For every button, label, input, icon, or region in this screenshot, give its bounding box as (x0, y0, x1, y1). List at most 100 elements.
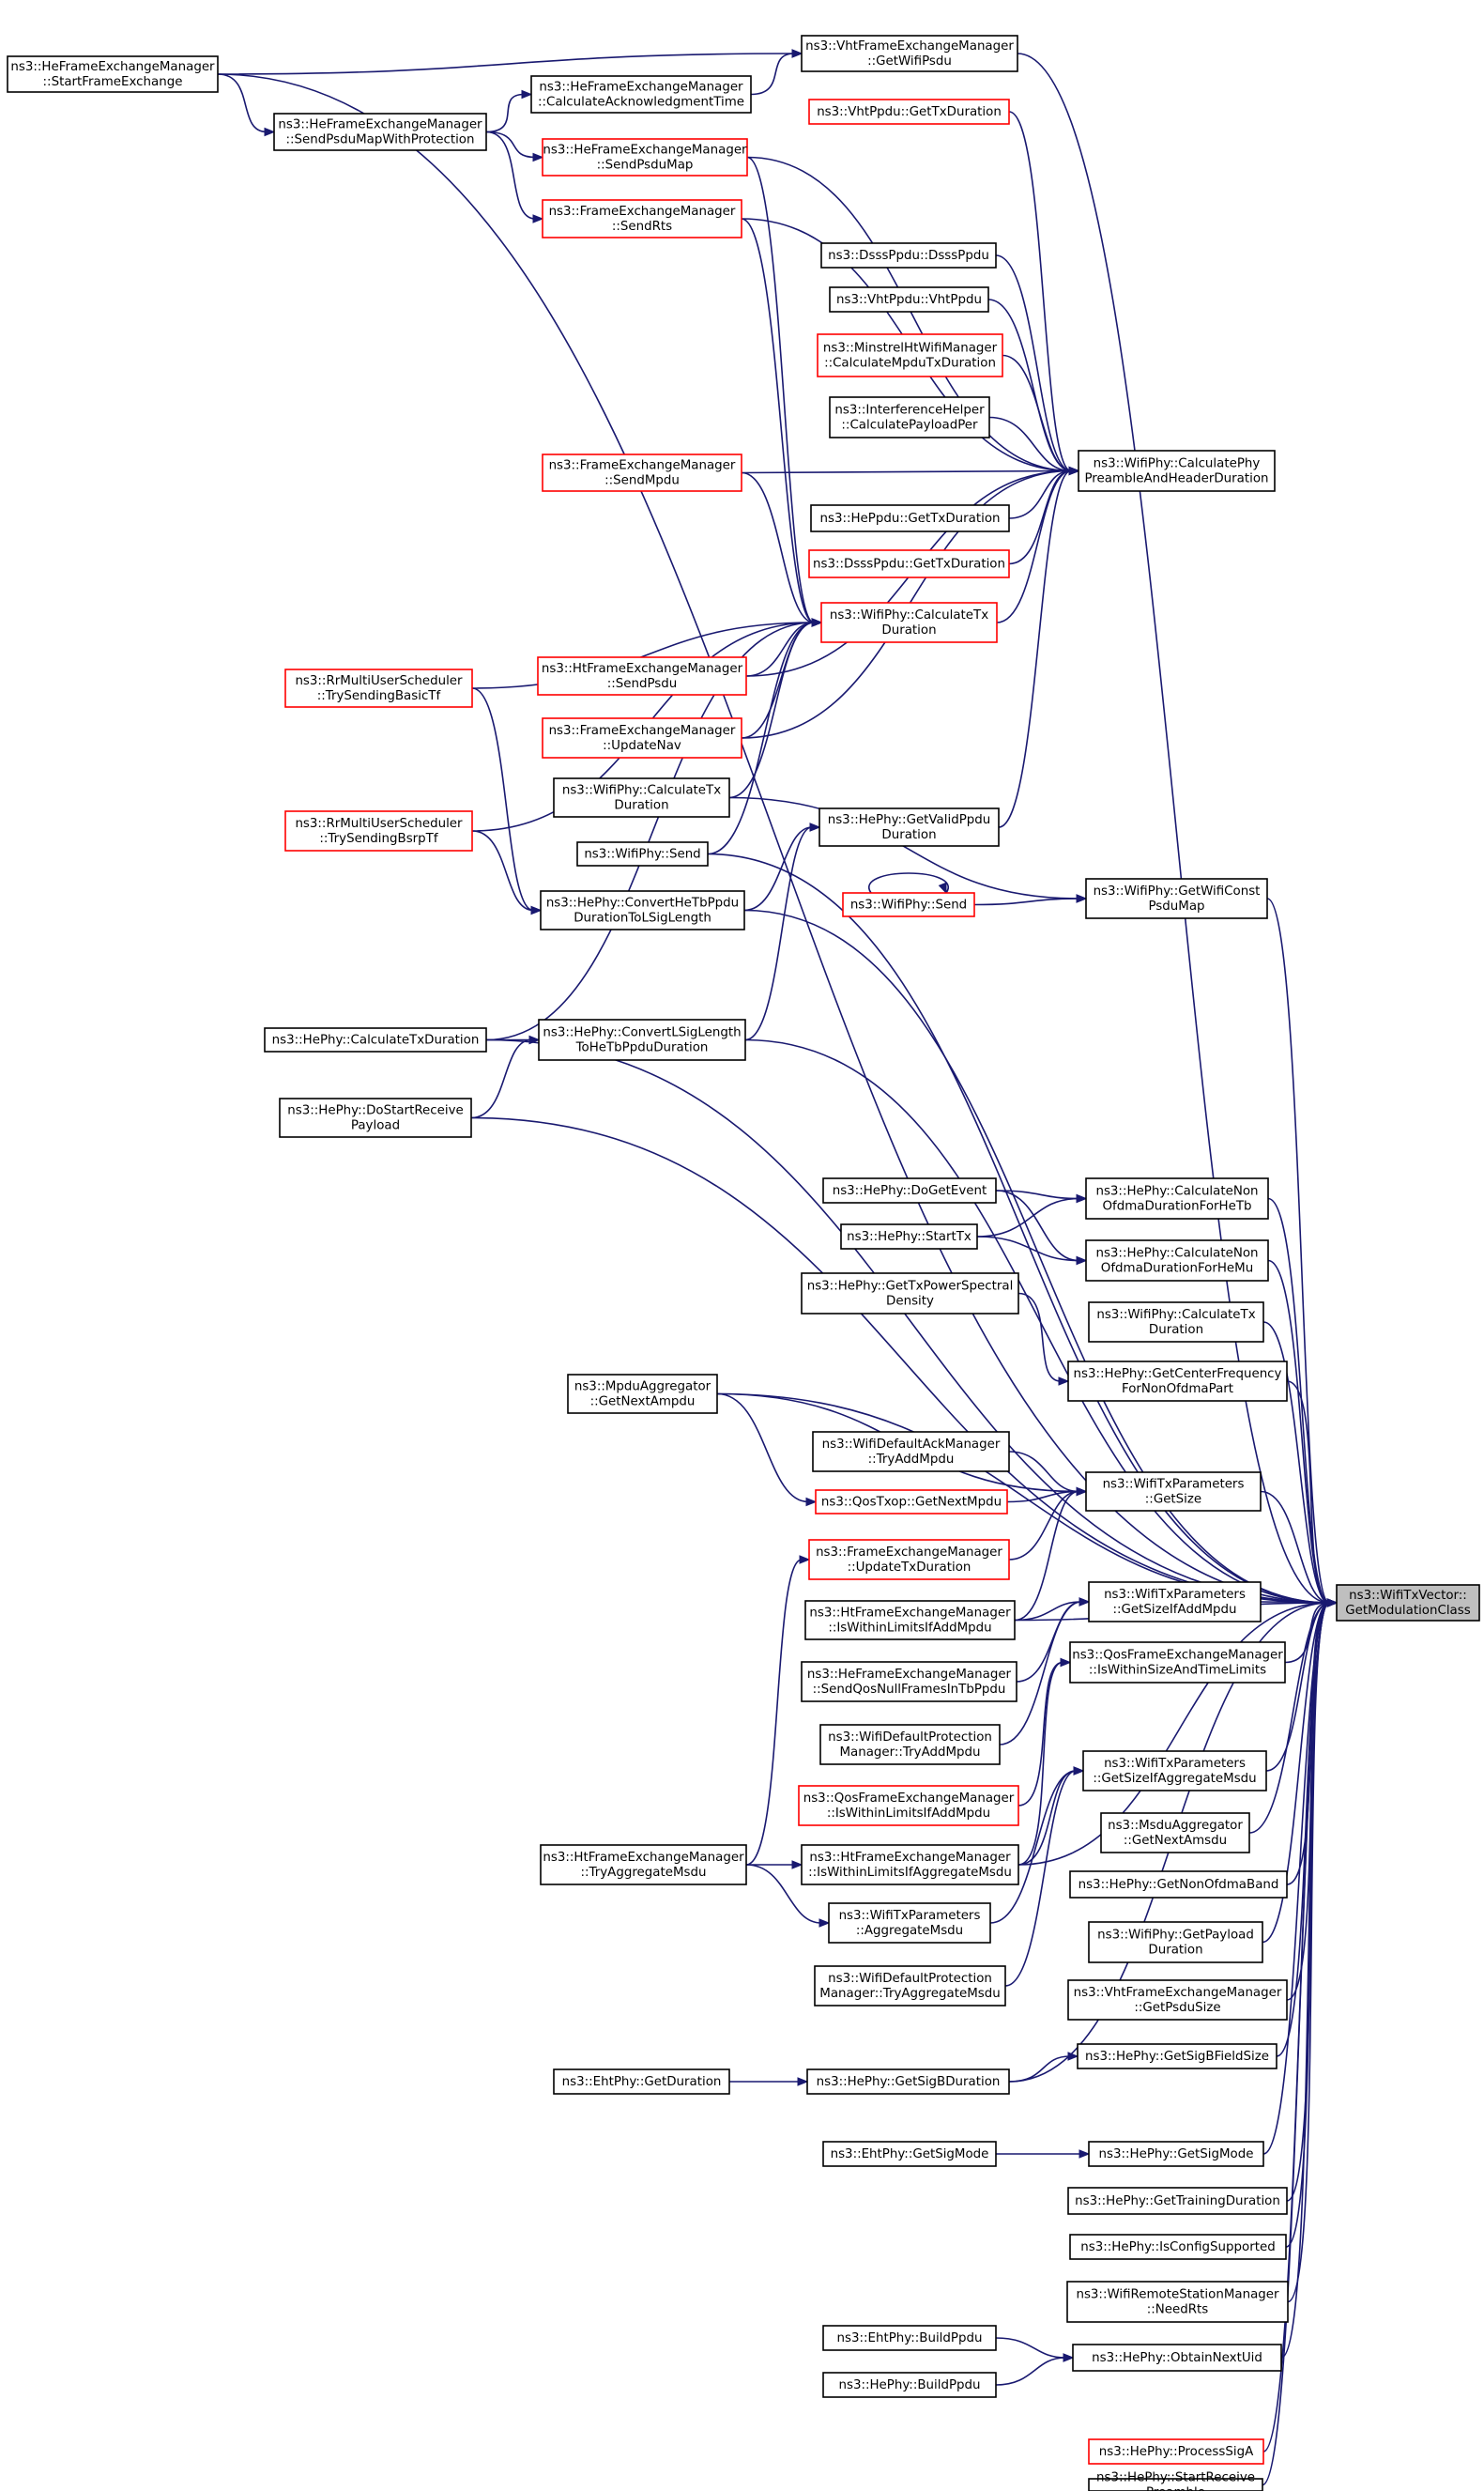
graph-node-root[interactable]: ns3::WifiTxVector::GetModulationClass (1336, 1584, 1480, 1622)
graph-node-wifi-phy-send-red[interactable]: ns3::WifiPhy::Send (842, 892, 975, 917)
node-label: ns3::WifiDefaultProtection (828, 1972, 992, 1986)
graph-node-he-calc-tx-dur[interactable]: ns3::HePhy::CalculateTxDuration (264, 1027, 487, 1053)
node-label: ns3::HePhy::IsConfigSupported (1080, 2240, 1275, 2254)
graph-node-he-obtain-next-uid[interactable]: ns3::HePhy::ObtainNextUid (1072, 2344, 1282, 2372)
graph-node-dsss-ppdu-get-tx-dur[interactable]: ns3::DsssPpdu::GetTxDuration (808, 549, 1010, 578)
node-box (1088, 2438, 1264, 2465)
call-edge (1017, 1766, 1085, 1866)
graph-node-qos-is-within-if-add-mpdu[interactable]: ns3::QosFrameExchangeManager::IsWithinLi… (798, 1785, 1019, 1826)
graph-node-minstrel[interactable]: ns3::MinstrelHtWifiManager::CalculateMpd… (817, 333, 1003, 377)
node-label: ns3::WifiPhy::GetWifiConst (1094, 884, 1261, 899)
graph-node-he-get-center-freq[interactable]: ns3::HePhy::GetCenterFrequencyForNonOfdm… (1067, 1361, 1288, 1402)
graph-node-ht-send-psdu[interactable]: ns3::HtFrameExchangeManager::SendPsdu (537, 656, 747, 696)
graph-node-he-build-ppdu[interactable]: ns3::HePhy::BuildPpdu (822, 2372, 997, 2398)
node-label: ::UpdateTxDuration (848, 1561, 971, 1575)
node-label: Duration (1148, 1944, 1202, 1958)
graph-node-ht-is-within-if-agg-msdu[interactable]: ns3::HtFrameExchangeManager::IsWithinLim… (801, 1844, 1019, 1885)
node-label: ns3::EhtPhy::GetDuration (562, 2075, 722, 2089)
graph-node-msdu-agg-get-next[interactable]: ns3::MsduAggregator::GetNextAmsdu (1100, 1812, 1250, 1853)
graph-node-he-send-psdu-map-prot[interactable]: ns3::HeFrameExchangeManager::SendPsduMap… (273, 113, 487, 151)
graph-node-rr-bsrp-tf[interactable]: ns3::RrMultiUserScheduler::TrySendingBsr… (284, 810, 473, 852)
graph-node-qos-txop-get-next-mpdu[interactable]: ns3::QosTxop::GetNextMpdu (815, 1489, 1008, 1515)
graph-node-ht-is-within-if-add-mpdu[interactable]: ns3::HtFrameExchangeManager::IsWithinLim… (804, 1600, 1016, 1640)
call-edge (745, 1864, 831, 1928)
graph-node-interf-helper[interactable]: ns3::InterferenceHelper::CalculatePayloa… (829, 396, 990, 438)
graph-node-he-calc-ack[interactable]: ns3::HeFrameExchangeManager::CalculateAc… (530, 75, 752, 114)
graph-node-he-start-f-e[interactable]: ns3::HeFrameExchangeManager::StartFrameE… (7, 55, 219, 93)
graph-node-he-send-psdu-map[interactable]: ns3::HeFrameExchangeManager::SendPsduMap (542, 138, 748, 177)
graph-node-vht-get-wifi-psdu[interactable]: ns3::VhtFrameExchangeManager::GetWifiPsd… (801, 35, 1018, 72)
graph-node-dsss-ppdu[interactable]: ns3::DsssPpdu::DsssPpdu (820, 242, 997, 269)
edge-arrowhead (264, 127, 276, 137)
node-label: ::IsWithinLimitsIfAddMpdu (828, 1622, 991, 1636)
graph-node-he-get-training-dur[interactable]: ns3::HePhy::GetTrainingDuration (1067, 2187, 1288, 2215)
node-label: ns3::QosFrameExchangeManager (1072, 1649, 1283, 1663)
graph-node-eht-get-duration[interactable]: ns3::EhtPhy::GetDuration (553, 2068, 730, 2095)
graph-node-wifi-phy-send-black[interactable]: ns3::WifiPhy::Send (576, 841, 709, 867)
call-edge (1008, 1486, 1088, 1561)
graph-node-fe-send-rts[interactable]: ns3::FrameExchangeManager::SendRts (542, 199, 742, 238)
graph-node-he-ppdu-get-tx-dur[interactable]: ns3::HePpdu::GetTxDuration (810, 504, 1010, 532)
graph-node-he-do-get-event[interactable]: ns3::HePhy::DoGetEvent (822, 1177, 997, 1204)
graph-node-he-process-sig-a[interactable]: ns3::HePhy::ProcessSigA (1088, 2438, 1264, 2465)
node-box (279, 1098, 472, 1138)
graph-node-vht-ppdu-get-tx-dur[interactable]: ns3::VhtPpdu::GetTxDuration (808, 99, 1010, 125)
graph-node-calc-non-ofdma-he-mu[interactable]: ns3::HePhy::CalculateNonOfdmaDurationFor… (1085, 1239, 1269, 1282)
graph-node-he-get-sig-mode[interactable]: ns3::HePhy::GetSigMode (1088, 2141, 1264, 2167)
edge-line (1008, 2055, 1071, 2083)
graph-node-vht-ppdu[interactable]: ns3::VhtPpdu::VhtPpdu (829, 286, 989, 313)
edge-line (485, 131, 536, 220)
node-box (538, 1019, 746, 1061)
graph-node-he-get-sig-b-duration[interactable]: ns3::HePhy::GetSigBDuration (806, 2068, 1010, 2095)
graph-node-fe-update-tx-dur[interactable]: ns3::FrameExchangeManager::UpdateTxDurat… (808, 1539, 1010, 1580)
graph-node-rr-basic-tf[interactable]: ns3::RrMultiUserScheduler::TrySendingBas… (284, 669, 473, 708)
node-label: ns3::HePhy::GetTrainingDuration (1075, 2194, 1280, 2208)
graph-node-he-get-non-ofdma-band[interactable]: ns3::HePhy::GetNonOfdmaBand (1069, 1870, 1288, 1899)
graph-node-vht-get-psdu-size[interactable]: ns3::VhtFrameExchangeManager::GetPsduSiz… (1067, 1979, 1288, 2021)
edge-line (1017, 53, 1330, 1604)
graph-node-qos-is-within-size-time[interactable]: ns3::QosFrameExchangeManager::IsWithinSi… (1069, 1641, 1286, 1684)
graph-node-conv-he-tb-to-l-sig[interactable]: ns3::HePhy::ConvertHeTbPpduDurationToLSi… (540, 890, 745, 930)
graph-node-he-get-sig-b-field-size[interactable]: ns3::HePhy::GetSigBFieldSize (1077, 2043, 1277, 2069)
graph-node-tx-params-agg-msdu[interactable]: ns3::WifiTxParameters::AggregateMsdu (828, 1902, 991, 1944)
graph-node-ht-try-agg-msdu[interactable]: ns3::HtFrameExchangeManager::TryAggregat… (540, 1844, 747, 1885)
graph-node-calc-non-ofdma-he-tb[interactable]: ns3::HePhy::CalculateNonOfdmaDurationFor… (1085, 1177, 1269, 1220)
graph-node-mpdu-agg-get-next[interactable]: ns3::MpduAggregator::GetNextAmpdu (567, 1374, 718, 1414)
graph-node-fe-send-mpdu[interactable]: ns3::FrameExchangeManager::SendMpdu (542, 454, 742, 492)
graph-node-eht-build-ppdu[interactable]: ns3::EhtPhy::BuildPpdu (822, 2325, 997, 2351)
graph-node-he-is-config-supported[interactable]: ns3::HePhy::IsConfigSupported (1069, 2234, 1287, 2260)
graph-node-def-ack-try-add-mpdu[interactable]: ns3::WifiDefaultAckManager::TryAddMpdu (812, 1431, 1010, 1472)
node-label: ::SendRts (612, 220, 672, 234)
edge-line (976, 1197, 1079, 1238)
node-box (820, 602, 998, 643)
graph-node-eht-get-sig-mode[interactable]: ns3::EhtPhy::GetSigMode (822, 2141, 997, 2167)
edge-arrowhead (818, 1918, 831, 1928)
graph-node-calc-tx-dur-red[interactable]: ns3::WifiPhy::CalculateTxDuration (820, 602, 998, 643)
graph-node-def-prot-try-add-mpdu[interactable]: ns3::WifiDefaultProtectionManager::TryAd… (819, 1724, 1001, 1765)
graph-node-calc-phy-preamble[interactable]: ns3::WifiPhy::CalculatePhyPreambleAndHea… (1078, 450, 1276, 492)
graph-node-fe-update-nav[interactable]: ns3::FrameExchangeManager::UpdateNav (542, 717, 742, 759)
graph-node-tx-params-get-size-if-add[interactable]: ns3::WifiTxParameters::GetSizeIfAddMpdu (1088, 1581, 1262, 1622)
node-box (820, 242, 997, 269)
graph-node-he-send-qos-null[interactable]: ns3::HeFrameExchangeManager::SendQosNull… (801, 1661, 1017, 1702)
graph-node-def-prot-try-agg-msdu[interactable]: ns3::WifiDefaultProtectionManager::TryAg… (814, 1965, 1006, 2007)
graph-node-remote-need-rts[interactable]: ns3::WifiRemoteStationManager::NeedRts (1066, 2281, 1289, 2323)
graph-node-conv-l-sig-to-he-tb[interactable]: ns3::HePhy::ConvertLSigLengthToHeTbPpduD… (538, 1019, 746, 1061)
graph-node-calc-tx-dur-black[interactable]: ns3::WifiPhy::CalculateTxDuration (553, 777, 730, 818)
graph-node-he-start-recv-preamble[interactable]: ns3::HePhy::StartReceivePreamble (1088, 2471, 1263, 2491)
graph-node-tx-params-get-size-if-agg-msdu[interactable]: ns3::WifiTxParameters::GetSizeIfAggregat… (1082, 1750, 1267, 1791)
node-box (1088, 2478, 1263, 2491)
node-box (540, 1844, 747, 1885)
call-edge (1008, 111, 1080, 476)
graph-node-tx-params-get-size[interactable]: ns3::WifiTxParameters::GetSize (1085, 1471, 1262, 1512)
graph-node-calc-tx-dur2[interactable]: ns3::WifiPhy::CalculateTxDuration (1088, 1301, 1264, 1343)
node-box (1066, 2281, 1289, 2323)
edge-line (485, 1038, 1330, 1604)
node-label: ns3::HePhy::CalculateNon (1095, 1247, 1258, 1261)
graph-node-he-start-tx[interactable]: ns3::HePhy::StartTx (840, 1223, 978, 1250)
